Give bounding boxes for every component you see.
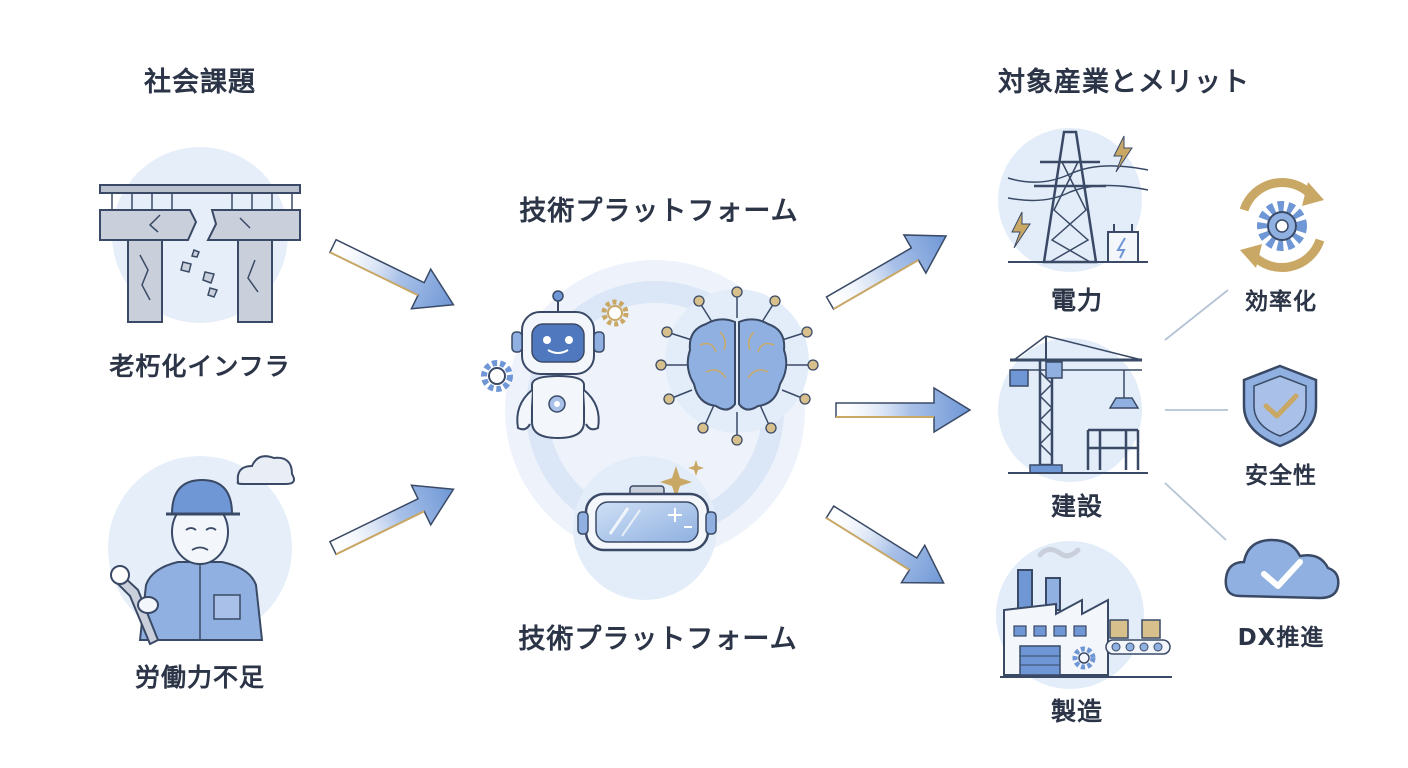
factory-icon [996,541,1172,689]
industry-label-construction: 建設 [1050,492,1104,521]
industry-label-manufacturing: 製造 [1050,697,1104,726]
arrow-platform-to-construction [835,387,971,433]
issue-label-labor-shortage: 労働力不足 [134,663,266,692]
heading-platform-bottom: 技術プラットフォーム [518,624,798,655]
benefit-connectors [1164,289,1229,541]
benefit-label-efficiency: 効率化 [1245,289,1317,315]
arrow-platform-to-power [818,215,959,324]
benefit-label-dx: DX推進 [1237,625,1325,651]
shield-check-icon [1242,364,1318,448]
cycle-gear-icon [1239,178,1325,272]
issue-label-aging-infrastructure: 老朽化インフラ [109,352,291,381]
vr-goggles-icon [577,460,717,552]
arrow-issue1-to-platform [322,225,465,326]
ai-brain-icon [655,286,819,446]
arrow-issue2-to-platform [322,468,465,569]
damaged-bridge-icon [99,147,301,323]
benefit-label-safety: 安全性 [1245,463,1317,489]
arrow-platform-to-manufacturing [817,492,957,603]
gear-icon [481,360,513,392]
crane-icon [998,335,1148,482]
gear-icon [601,299,629,327]
cloud-check-icon [1224,538,1340,600]
industry-label-power: 電力 [1050,286,1104,315]
tired-worker-icon [108,455,295,646]
power-tower-icon [998,128,1149,272]
heading-social-issues: 社会課題 [144,67,256,98]
heading-target-industries: 対象産業とメリット [998,67,1250,98]
robot-icon [511,290,605,440]
heading-platform-top: 技術プラットフォーム [519,196,799,227]
